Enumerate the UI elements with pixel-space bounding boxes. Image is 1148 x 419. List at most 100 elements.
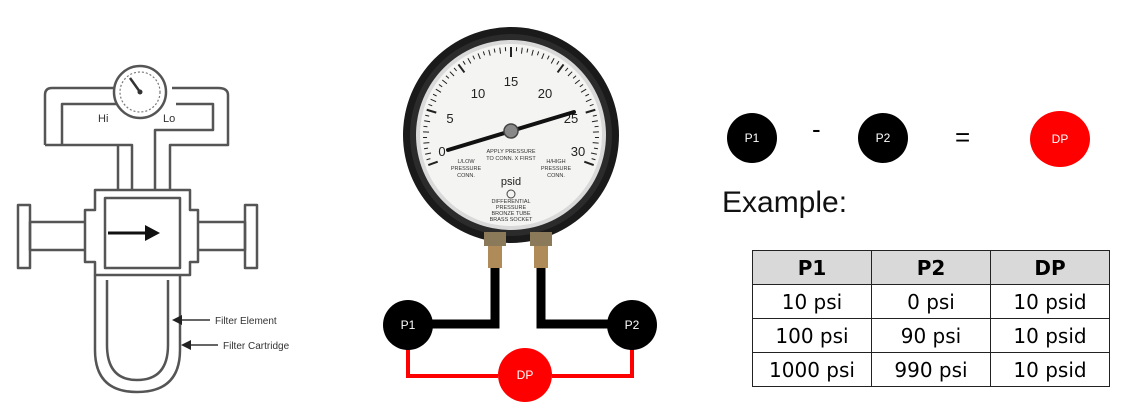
gauge-tick (457, 63, 466, 74)
gauge-tick (425, 152, 432, 155)
gauge-tick (583, 160, 595, 167)
gauge-tick (579, 84, 584, 88)
gauge-tick (438, 84, 443, 88)
scale-label-5: 5 (446, 111, 453, 126)
apply-text-1: APPLY PRESSURE (486, 149, 535, 155)
filter-housing-diagram: Hi Lo Filter Element Filter Cartridge (16, 64, 290, 394)
gauge-tick (493, 48, 496, 53)
left-conn-text-1: L/LOW (457, 159, 475, 165)
fitting-right (530, 232, 552, 246)
scale-label-20: 20 (538, 86, 552, 101)
header-dp: DP (990, 250, 1110, 285)
gauge-tick (482, 51, 486, 56)
gauge-tick (531, 49, 534, 56)
left-conn-text-3: CONN. (457, 173, 475, 179)
eq-p2-label: P2 (875, 131, 891, 145)
table-cell: 10 psid (990, 352, 1110, 387)
gauge-tick (427, 160, 439, 167)
eq-dp-circle: DP (1030, 111, 1090, 167)
hi-label: Hi (98, 113, 108, 125)
table-cell: 10 psid (990, 318, 1110, 353)
gauge-tick (441, 79, 448, 85)
gauge-tick (541, 53, 545, 60)
gauge-tick (472, 55, 476, 60)
gauge-tick (592, 114, 597, 117)
filter-bowl (93, 275, 182, 394)
p1-circle (383, 300, 433, 350)
gauge-tick (453, 67, 458, 72)
gauge-tick (467, 58, 472, 64)
gauge-tick (591, 120, 598, 123)
gauge-tick (546, 55, 550, 60)
gauge-tick (488, 49, 491, 56)
table-cell: 990 psi (871, 352, 991, 387)
filter-inner-box (103, 196, 182, 270)
filter-element (105, 280, 170, 382)
eq-dp-label: DP (1051, 132, 1069, 146)
gauge-tick (590, 152, 597, 155)
table-cell: 90 psi (871, 318, 991, 353)
gauge-tick (499, 47, 502, 54)
example-table: P1 P2 DP 10 psi 0 psi 10 psid 100 psi 90… (752, 250, 1110, 387)
eq-p1-label: P1 (744, 131, 760, 145)
table-cell: 0 psi (871, 284, 991, 319)
gauge-tick (426, 158, 431, 161)
gauge-tick (536, 51, 540, 56)
right-conn-text-2: PRESSURE (541, 166, 572, 172)
gauge-tick (430, 98, 437, 103)
gauge-tick (462, 60, 466, 65)
gauge-tick (591, 158, 596, 161)
gauge-tick (585, 93, 590, 97)
p2-label: P2 (625, 318, 640, 332)
filter-cartridge-label: Filter Cartridge (223, 341, 290, 352)
gauge-tick (425, 114, 430, 117)
gauge-tick (445, 75, 450, 79)
p2-circle (607, 300, 657, 350)
gauge-tick (526, 48, 529, 53)
dp-circle (498, 348, 552, 402)
gauge-tick (424, 147, 429, 150)
table-row: 10 psi 0 psi 10 psid (752, 284, 1110, 319)
filter-body (83, 188, 200, 277)
differential-pressure-gauge: 0 5 10 15 20 25 30 APPLY PRESSURE TO CON… (383, 27, 657, 402)
gauge-tick (520, 47, 523, 54)
lo-label: Lo (163, 113, 175, 125)
p1-label: P1 (401, 318, 416, 332)
scale-label-15: 15 (504, 74, 518, 89)
eq-p2-circle: P2 (858, 113, 908, 163)
gauge-tick (580, 88, 587, 93)
bottom-text-1: DIFFERENTIAL (491, 199, 530, 205)
gauge-tick (574, 79, 581, 85)
logo-icon (506, 189, 516, 199)
fitting-left (484, 232, 506, 246)
gauge-tick (585, 108, 596, 114)
gauge-tick (432, 93, 437, 97)
header-p2: P2 (871, 250, 991, 285)
gauge-tick (592, 142, 599, 144)
gauge-tick (589, 103, 594, 107)
gauge-tick (556, 63, 565, 74)
left-conn-text-2: PRESSURE (451, 166, 482, 172)
bottom-text-3: BRONZE TUBE (491, 211, 530, 217)
gauge-tick (593, 147, 598, 150)
filter-element-label: Filter Element (215, 316, 277, 327)
header-p1: P1 (752, 250, 872, 285)
bypass-tube-inner (60, 102, 215, 190)
table-cell: 1000 psi (752, 352, 872, 387)
gauge-tick (556, 60, 560, 65)
bottom-text-4: BRASS SOCKET (490, 217, 533, 223)
gauge-tick (477, 53, 481, 60)
gauge-tick (550, 58, 555, 64)
gauge-tick (424, 120, 431, 123)
flow-arrow-icon (145, 225, 160, 241)
gauge-tick (449, 71, 455, 77)
example-label: Example: (722, 186, 848, 219)
eq-p1-circle: P1 (727, 113, 777, 163)
table-cell: 10 psi (752, 284, 872, 319)
gauge-tick (572, 75, 577, 79)
gauge-unit: psid (501, 176, 521, 188)
bypass-tube-outer (43, 86, 230, 190)
gauge-tick (426, 108, 437, 114)
table-cell: 100 psi (752, 318, 872, 353)
scale-label-10: 10 (471, 86, 485, 101)
